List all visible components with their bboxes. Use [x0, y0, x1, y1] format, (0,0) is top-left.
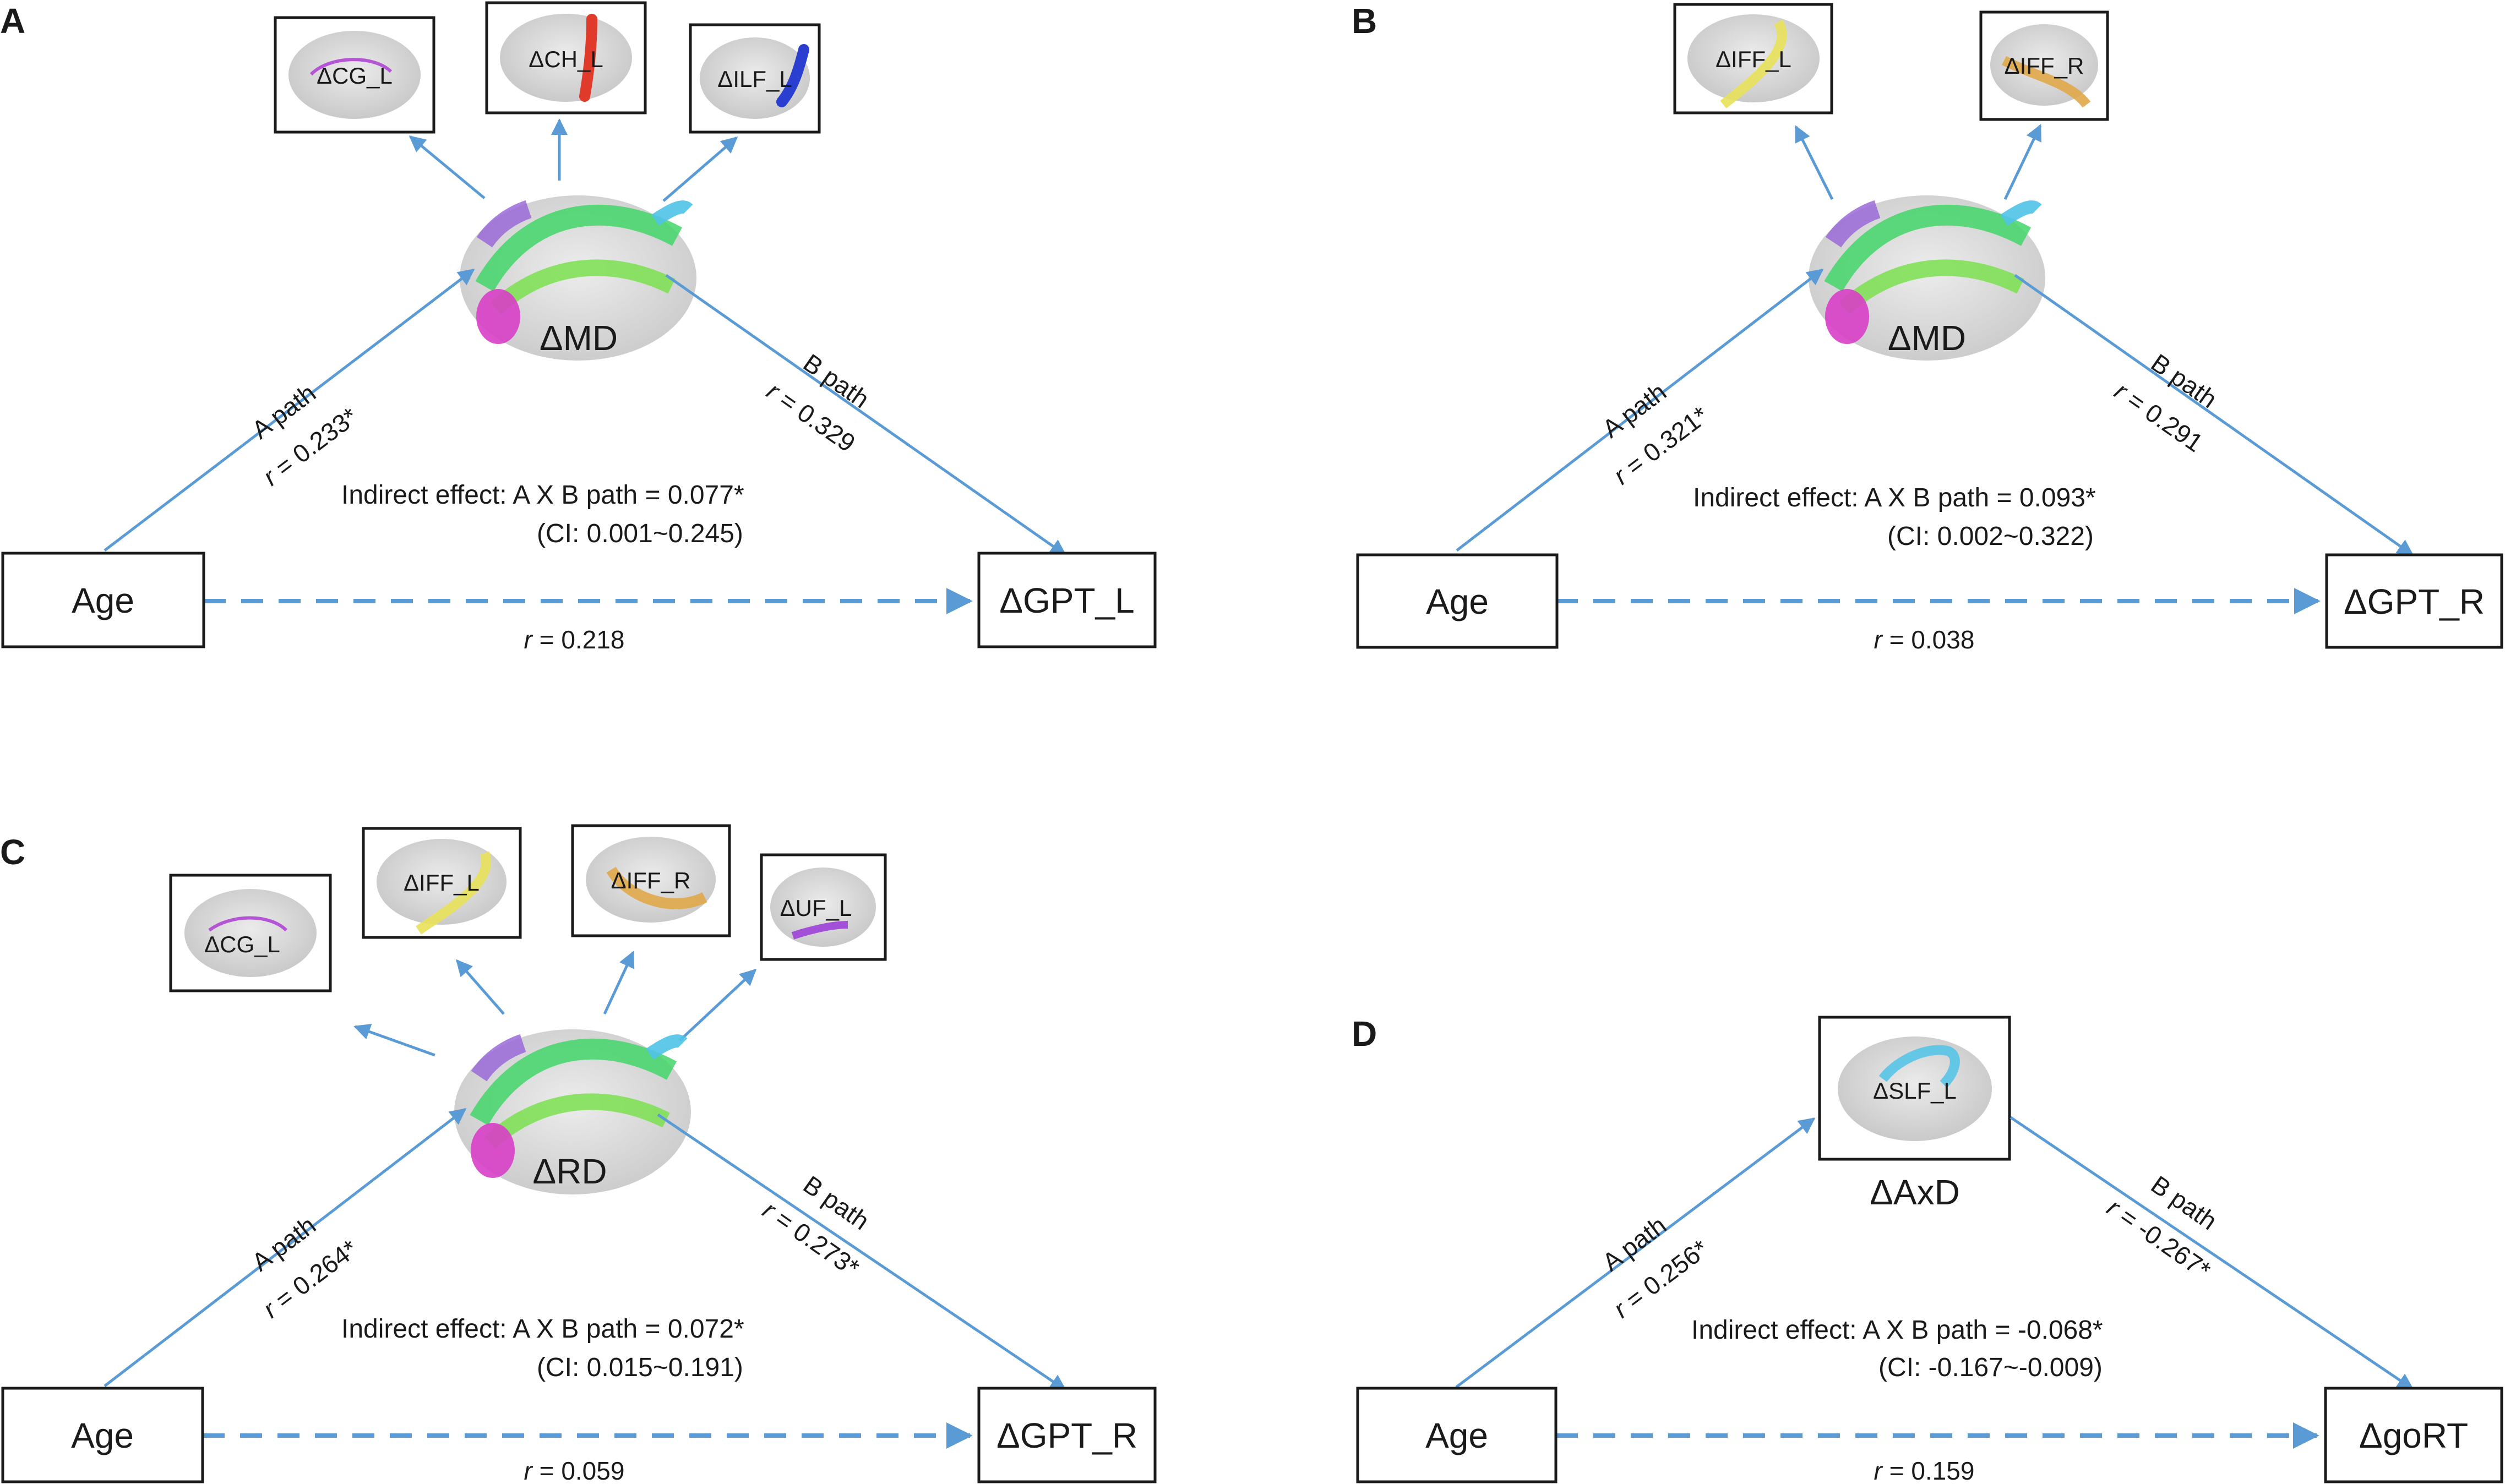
outcome-box	[2325, 553, 2503, 649]
b-path-arrow	[2010, 1116, 2414, 1390]
tract-label: ΔSLF_L	[1873, 1078, 1957, 1104]
tract-arrow	[409, 135, 486, 199]
outcome-label: ΔGPT_R	[2344, 582, 2485, 621]
predictor-box	[1356, 553, 1559, 649]
mediator-brain	[454, 1029, 691, 1194]
indirect-effect: Indirect effect: A X B path = -0.068*	[1691, 1316, 2103, 1345]
tract-fiber	[791, 921, 848, 940]
tract-label: ΔILF_L	[717, 66, 792, 92]
panel-d: D ΔSLF_L ΔAxD A path r = 0.256* B path r…	[1352, 1014, 2503, 1484]
predictor-label: Age	[71, 1416, 134, 1455]
mediator-brain	[1809, 195, 2045, 361]
tract-fiber	[208, 916, 288, 932]
indirect-effect: Indirect effect: A X B path = 0.077*	[341, 481, 744, 510]
predictor-box	[1356, 1387, 1558, 1483]
a-path-arrow	[104, 1108, 467, 1387]
tract-fiber	[309, 58, 393, 76]
brain-icon	[770, 868, 876, 947]
b-path-arrow	[657, 1113, 1067, 1392]
tract-label: ΔCG_L	[204, 931, 280, 957]
tract-label: ΔIFF_L	[404, 870, 480, 896]
brain-icon	[288, 31, 421, 119]
tract-inset: ΔCH_L	[485, 1, 647, 114]
a-path-arrow	[1456, 269, 1824, 552]
tract-arrow	[662, 137, 738, 202]
outcome-label: ΔGPT_R	[996, 1416, 1137, 1455]
outcome-label: ΔGPT_L	[999, 581, 1135, 620]
b-path-arrow	[2014, 274, 2414, 556]
panel-c: C ΔCG_L ΔIFF_L ΔIFF_R ΔUF_L	[0, 824, 1157, 1484]
tract-fiber	[416, 851, 491, 935]
direct-path-coef: r = 0.038	[1874, 625, 1975, 654]
panel-a: A ΔCG_L ΔCH_L ΔILF_L	[0, 1, 1157, 654]
brain-icon	[184, 889, 317, 977]
panel-b: B ΔIFF_L ΔIFF_R ΔMD A path	[1352, 1, 2503, 654]
tract-arrow	[679, 968, 757, 1041]
tract-arrow	[1794, 125, 1834, 200]
outcome-box	[977, 552, 1157, 648]
tract-label: ΔIFF_R	[2005, 53, 2084, 79]
mediator-label: ΔMD	[1888, 318, 1966, 358]
outcome-box	[2324, 1387, 2503, 1483]
a-path-arrow	[1455, 1117, 1816, 1388]
tract-inset: ΔIFF_R	[1979, 10, 2109, 121]
predictor-label: Age	[72, 581, 134, 620]
mediator-label: ΔAxD	[1870, 1172, 1960, 1212]
tract-fiber	[606, 866, 707, 909]
tract-fiber	[1878, 1045, 1960, 1088]
predictor-box	[1, 552, 205, 648]
tract-arrow	[2003, 124, 2042, 200]
indirect-effect: Indirect effect: A X B path = 0.072*	[341, 1314, 744, 1344]
tract-label: ΔCH_L	[529, 46, 603, 72]
outcome-label: ΔgoRT	[2359, 1416, 2468, 1455]
panel-letter: C	[0, 832, 25, 872]
confidence-interval: (CI: -0.167~-0.009)	[1878, 1353, 2103, 1382]
tract-label: ΔCG_L	[317, 63, 393, 89]
confidence-interval: (CI: 0.002~0.322)	[1887, 522, 2094, 551]
brain-icon	[377, 839, 507, 925]
predictor-label: Age	[1425, 1416, 1488, 1455]
direct-path-coef: r = 0.059	[524, 1456, 625, 1484]
tract-fiber	[2001, 56, 2091, 108]
tract-inset: ΔCG_L	[274, 16, 435, 134]
mediator-brain	[460, 195, 696, 361]
mediator-inset: ΔSLF_L	[1818, 1016, 2011, 1161]
brain-icon	[500, 14, 632, 102]
tract-inset: ΔIFF_R	[571, 824, 731, 937]
tract-inset: ΔIFF_L	[362, 827, 522, 939]
tract-arrow	[353, 1023, 435, 1057]
indirect-effect: Indirect effect: A X B path = 0.093*	[1693, 483, 2096, 512]
mediator-label: ΔRD	[532, 1152, 607, 1191]
tract-arrow	[603, 951, 635, 1015]
panel-letter: A	[0, 1, 25, 41]
tract-fiber	[776, 44, 809, 107]
outcome-box	[977, 1387, 1157, 1483]
confidence-interval: (CI: 0.015~0.191)	[537, 1353, 743, 1382]
tract-label: ΔIFF_L	[1716, 46, 1791, 72]
mediator-label: ΔMD	[540, 318, 618, 358]
panel-letter: D	[1352, 1014, 1377, 1054]
tract-inset: ΔILF_L	[689, 23, 821, 134]
tract-inset: ΔCG_L	[169, 874, 332, 992]
a-path-arrow	[104, 269, 475, 552]
tract-inset: ΔUF_L	[760, 853, 887, 961]
direct-path-coef: r = 0.218	[524, 625, 625, 654]
predictor-box	[1, 1387, 204, 1483]
tract-fiber	[1720, 19, 1787, 109]
tract-fiber	[579, 14, 597, 102]
panel-letter: B	[1352, 1, 1377, 41]
tract-label: ΔIFF_R	[611, 868, 691, 893]
tract-label: ΔUF_L	[780, 895, 852, 921]
confidence-interval: (CI: 0.001~0.245)	[537, 519, 743, 548]
direct-path-coef: r = 0.159	[1874, 1456, 1975, 1484]
tract-inset: ΔIFF_L	[1673, 3, 1833, 114]
predictor-label: Age	[1426, 582, 1489, 621]
tract-arrow	[456, 959, 505, 1015]
b-path-arrow	[665, 274, 1067, 556]
